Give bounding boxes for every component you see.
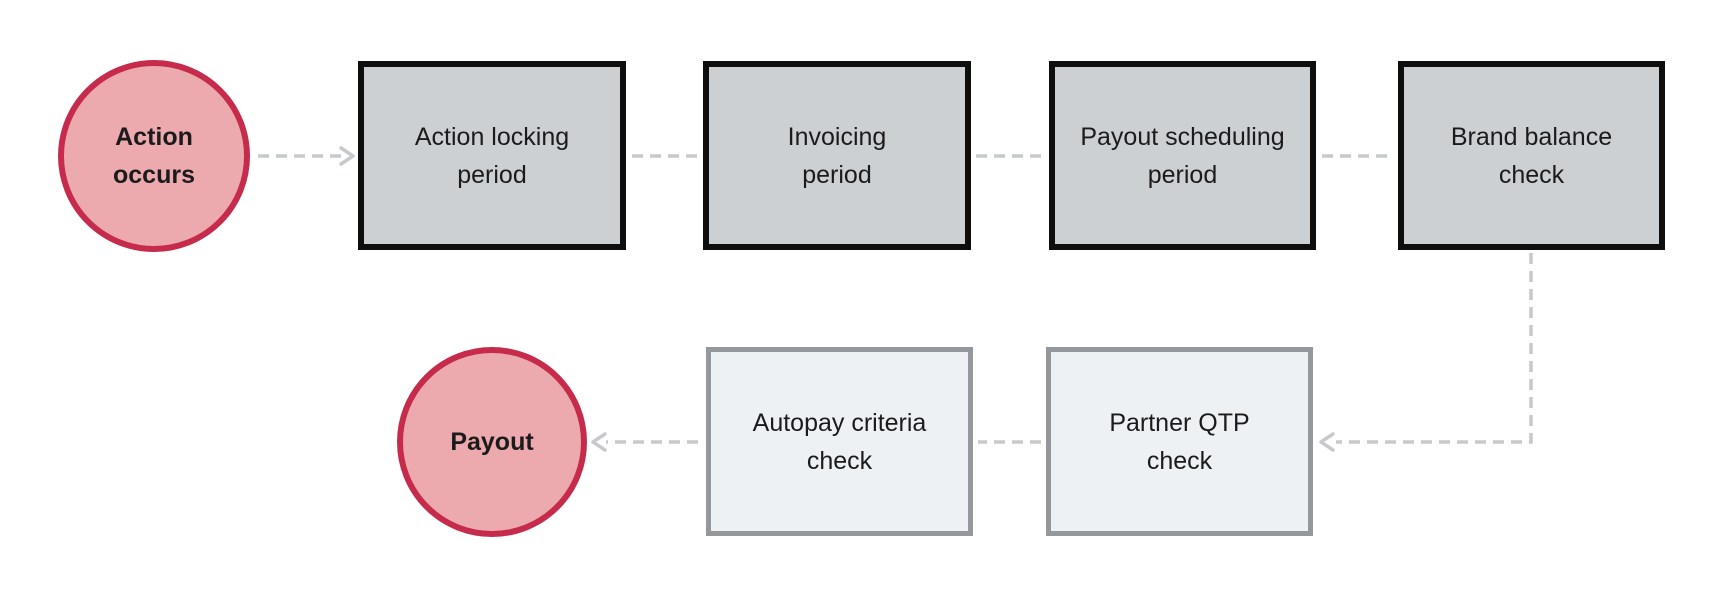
- node-invoicing-period: Invoicing period: [703, 61, 971, 250]
- node-partner-qtp-check: Partner QTP check: [1046, 347, 1313, 536]
- node-label-line: occurs: [113, 161, 195, 189]
- node-label-line: Action: [115, 123, 193, 151]
- node-brand-balance-check: Brand balance check: [1398, 61, 1665, 250]
- node-label-line: check: [806, 446, 873, 475]
- node-label-line: Autopay criteria: [752, 408, 927, 437]
- node-payout: Payout: [397, 347, 587, 537]
- node-label-line: period: [457, 160, 527, 189]
- arrowhead-left-icon: [1319, 432, 1335, 452]
- node-action-occurs: Action occurs: [58, 60, 250, 252]
- node-payout-scheduling-period: Payout scheduling period: [1049, 61, 1316, 250]
- node-label-line: Partner QTP: [1109, 408, 1250, 437]
- node-label-line: Brand balance: [1450, 122, 1613, 151]
- node-label-line: check: [1498, 160, 1565, 189]
- node-label-line: period: [1147, 160, 1218, 189]
- node-label-line: Payout: [450, 428, 534, 456]
- arrowhead-left-icon: [591, 432, 607, 452]
- connector-brand-to-partner: [1336, 253, 1533, 444]
- node-label-line: check: [1146, 446, 1213, 475]
- arrowhead-right-icon: [339, 146, 355, 166]
- node-label-line: period: [802, 160, 872, 189]
- node-label-line: Invoicing: [787, 122, 887, 151]
- node-label-line: Action locking: [414, 122, 570, 151]
- node-autopay-criteria-check: Autopay criteria check: [706, 347, 973, 536]
- node-action-locking-period: Action locking period: [358, 61, 626, 250]
- node-label-line: Payout scheduling: [1080, 122, 1285, 151]
